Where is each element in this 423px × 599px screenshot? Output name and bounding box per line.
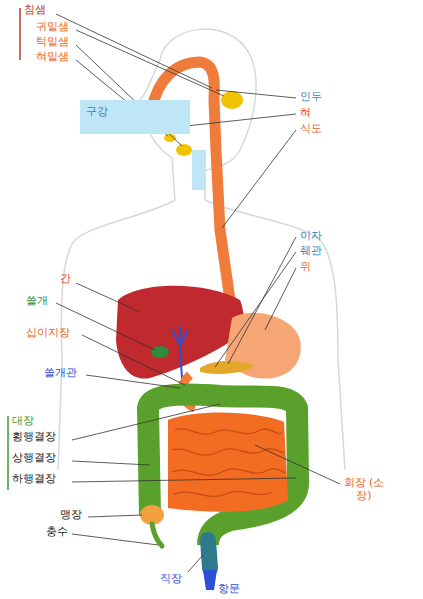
part-label: 하행결장: [12, 472, 56, 485]
fold: [172, 469, 286, 476]
part-label: 횡행결장: [12, 430, 56, 443]
leader-line: [255, 445, 340, 484]
leader-line: [72, 478, 296, 482]
fold: [172, 449, 284, 456]
part-label: 간: [60, 272, 71, 285]
leader-line: [215, 252, 296, 367]
leader-line: [76, 283, 140, 312]
sublingual-gland: [164, 134, 176, 142]
leader-line: [222, 130, 296, 228]
leader-line: [186, 114, 296, 126]
part-label: 혀밑샘: [36, 50, 69, 63]
region-box: 구강: [80, 100, 190, 134]
intestine-folds: [172, 429, 286, 497]
part-label: 인두: [300, 90, 322, 103]
leader-line: [86, 375, 180, 388]
pancreas: [200, 361, 255, 374]
region-label: 구강: [86, 105, 184, 118]
part-label: 침샘: [24, 3, 46, 16]
leader-line: [216, 90, 296, 98]
appendix: [152, 524, 162, 546]
part-label: 충수: [46, 525, 68, 538]
salivary-bracket: [19, 8, 21, 60]
leader-line: [56, 14, 212, 88]
leader-line: [188, 555, 203, 572]
part-label: 항문: [218, 582, 240, 595]
rectum: [208, 540, 210, 568]
leader-line: [56, 303, 155, 350]
part-label: 십이지장: [26, 326, 70, 339]
part-label: 위: [300, 260, 311, 273]
part-label: 췌관: [300, 244, 322, 257]
part-label: 식도: [300, 122, 322, 135]
throat-shade: [192, 150, 206, 190]
part-label: 직장: [160, 572, 182, 585]
fold: [175, 429, 282, 435]
part-label: 대장: [12, 414, 34, 427]
leader-line: [76, 30, 224, 96]
small-intestine: [168, 413, 288, 512]
leader-line: [72, 461, 150, 465]
part-label: 상행결장: [12, 451, 56, 464]
part-label: 혀: [300, 106, 311, 119]
part-label: 턱밑샘: [36, 35, 69, 48]
part-label: 이자: [300, 229, 322, 242]
leader-line: [72, 534, 158, 545]
leader-line: [265, 268, 296, 330]
part-label: 쓸개관: [44, 366, 77, 379]
leader-lines: [56, 14, 340, 572]
part-label: 맹장: [60, 508, 82, 521]
fold: [174, 491, 272, 496]
leader-line: [72, 404, 220, 440]
submandibular-gland: [176, 144, 192, 156]
large-intestine: [148, 395, 298, 546]
leader-line: [82, 335, 185, 385]
parotid-gland: [221, 91, 243, 109]
gallbladder: [151, 346, 169, 358]
anus: [203, 570, 217, 590]
part-label: 쓸개: [26, 294, 48, 307]
leader-line: [88, 515, 142, 517]
large-intestine-bracket: [7, 416, 9, 490]
part-label: 회장 (소장): [342, 476, 386, 502]
part-label: 귀밑샘: [36, 20, 69, 33]
